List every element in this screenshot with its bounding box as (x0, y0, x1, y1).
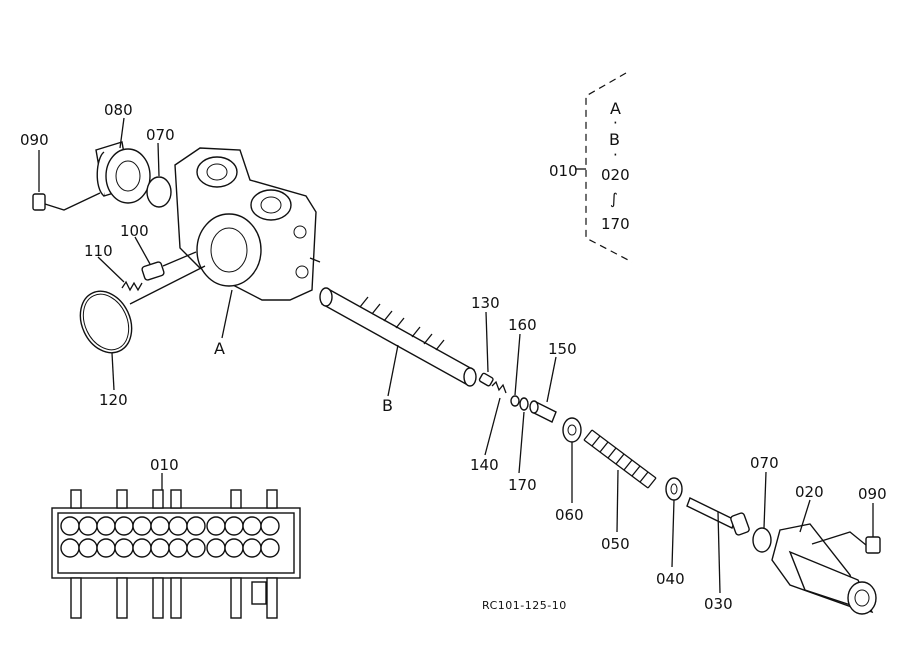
callout-160: 160 (508, 316, 537, 334)
legend-bracket (576, 72, 633, 263)
overview-spool-top (230, 489, 242, 509)
overview-spool-bottom (266, 577, 278, 619)
spring-050 (583, 429, 657, 489)
spring-140 (491, 380, 507, 394)
callout-070-left: 070 (146, 126, 175, 144)
o-ring-070-right (752, 527, 772, 553)
legend-item-170: 170 (601, 215, 630, 233)
legend-range-symbol: ∫ (610, 190, 618, 208)
overview-port-circle (224, 516, 244, 536)
callout-010-legend: 010 (549, 162, 578, 180)
legend-item-A: A (610, 99, 621, 118)
reference-code: RC101-125-10 (482, 599, 567, 612)
callout-090-left: 090 (20, 131, 49, 149)
overview-port-circle (168, 538, 188, 558)
overview-port-circle (132, 516, 152, 536)
overview-assembly-010 (51, 473, 301, 619)
ring-170 (519, 397, 529, 411)
callout-110: 110 (84, 242, 113, 260)
overview-spool-bottom (70, 577, 82, 619)
washer-040 (665, 477, 683, 501)
washer-060 (562, 417, 582, 443)
callout-060: 060 (555, 506, 584, 524)
callout-020: 020 (795, 483, 824, 501)
plug-100 (141, 251, 197, 281)
callout-120: 120 (99, 391, 128, 409)
callout-B: B (382, 396, 393, 415)
overview-port-circle (60, 538, 80, 558)
callout-150: 150 (548, 340, 577, 358)
overview-port-circle (150, 516, 170, 536)
overview-port-circle (96, 516, 116, 536)
overview-port-circle (168, 516, 188, 536)
part-130 (478, 372, 494, 387)
spring-110 (121, 280, 143, 292)
callout-130: 130 (471, 294, 500, 312)
overview-spool-top (116, 489, 128, 509)
overview-port-circle (242, 516, 262, 536)
bolt-090-left (32, 192, 101, 211)
callout-070-right: 070 (750, 454, 779, 472)
callout-080: 080 (104, 101, 133, 119)
legend-items: A · B · 020 ∫ 170 (601, 99, 630, 233)
callout-140: 140 (470, 456, 499, 474)
legend-separator-2: · (613, 146, 618, 164)
callout-labels: 090 080 070 110 100 A 120 B 130 160 150 … (20, 101, 887, 613)
callout-040: 040 (656, 570, 685, 588)
overview-port-circle (186, 538, 206, 558)
overview-spool-top (266, 489, 278, 509)
overview-port-circle (114, 516, 134, 536)
callout-030: 030 (704, 595, 733, 613)
overview-port-circle (206, 538, 226, 558)
leader-lines (38, 117, 874, 594)
overview-port-circle (78, 538, 98, 558)
valve-body-A (174, 147, 321, 301)
overview-port-circle (260, 516, 280, 536)
o-ring-120 (79, 290, 133, 354)
legend-item-B: B (609, 130, 620, 149)
legend-item-020: 020 (601, 166, 630, 184)
overview-port-circle (60, 516, 80, 536)
callout-A: A (214, 339, 225, 358)
overview-port-circle (224, 538, 244, 558)
overview-port-circle (260, 538, 280, 558)
o-ring-070-left (146, 176, 172, 208)
callout-090-right: 090 (858, 485, 887, 503)
overview-spool-bottom (116, 577, 128, 619)
callout-170: 170 (508, 476, 537, 494)
flange-cover-080 (95, 141, 151, 204)
callout-050: 050 (601, 535, 630, 553)
ball-160 (510, 395, 520, 407)
overview-port-circle (206, 516, 226, 536)
overview-port-circle (186, 516, 206, 536)
overview-port-circle (150, 538, 170, 558)
overview-port-circle (96, 538, 116, 558)
callout-100: 100 (120, 222, 149, 240)
spool-B (319, 287, 477, 387)
overview-spool-top (70, 489, 82, 509)
overview-spool-bottom (230, 577, 242, 619)
overview-port-circle (78, 516, 98, 536)
overview-spool-bottom (152, 577, 164, 619)
overview-spool-top (152, 489, 164, 509)
bolt-090-right (811, 531, 881, 554)
overview-spool-bottom (170, 577, 182, 619)
sleeve-150 (529, 400, 557, 423)
callout-010-overview: 010 (150, 456, 179, 474)
overview-port-circle (242, 538, 262, 558)
overview-port-circle (114, 538, 134, 558)
overview-port-circle (132, 538, 152, 558)
cap-020 (771, 523, 877, 615)
legend-separator-1: · (613, 114, 618, 132)
overview-spool-top (170, 489, 182, 509)
bolt-030 (686, 497, 750, 536)
